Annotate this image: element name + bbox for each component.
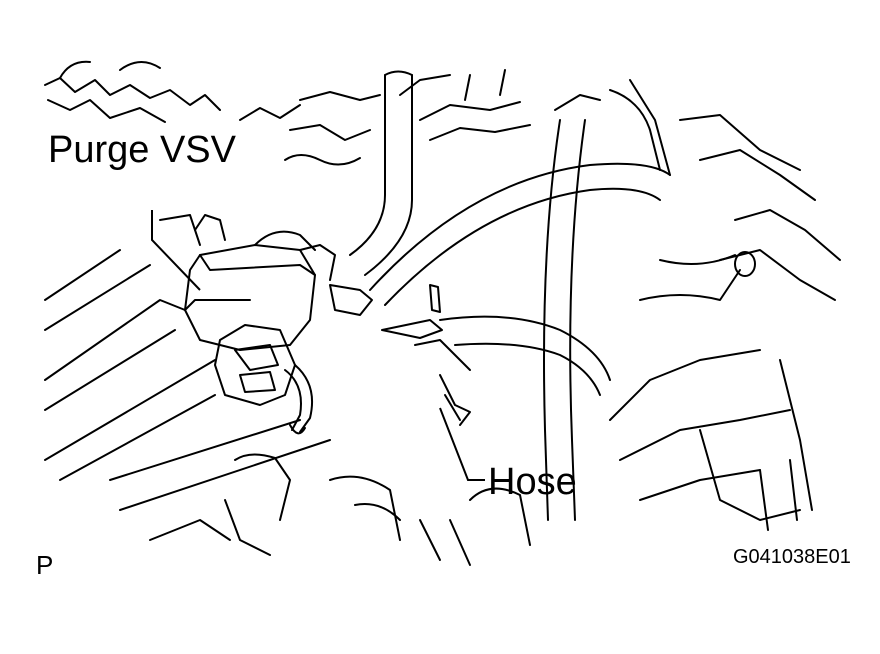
purge-vsv-label: Purge VSV: [48, 129, 236, 171]
hose-clamp: [381, 284, 611, 426]
figure-code: G041038E01: [733, 546, 851, 568]
purge-vsv-body: [159, 214, 373, 351]
purge-vsv-leader: [151, 210, 201, 291]
view-marker: P: [36, 550, 54, 580]
bracket-panel: [44, 249, 331, 511]
vertical-hose: [349, 70, 413, 276]
lower-engine-parts: [149, 349, 813, 566]
curved-hose: [369, 119, 756, 521]
hose-label: Hose: [488, 461, 577, 503]
engine-structure-background: [44, 60, 841, 301]
vsv-connector: [214, 324, 314, 435]
hose-leader: [439, 407, 485, 481]
